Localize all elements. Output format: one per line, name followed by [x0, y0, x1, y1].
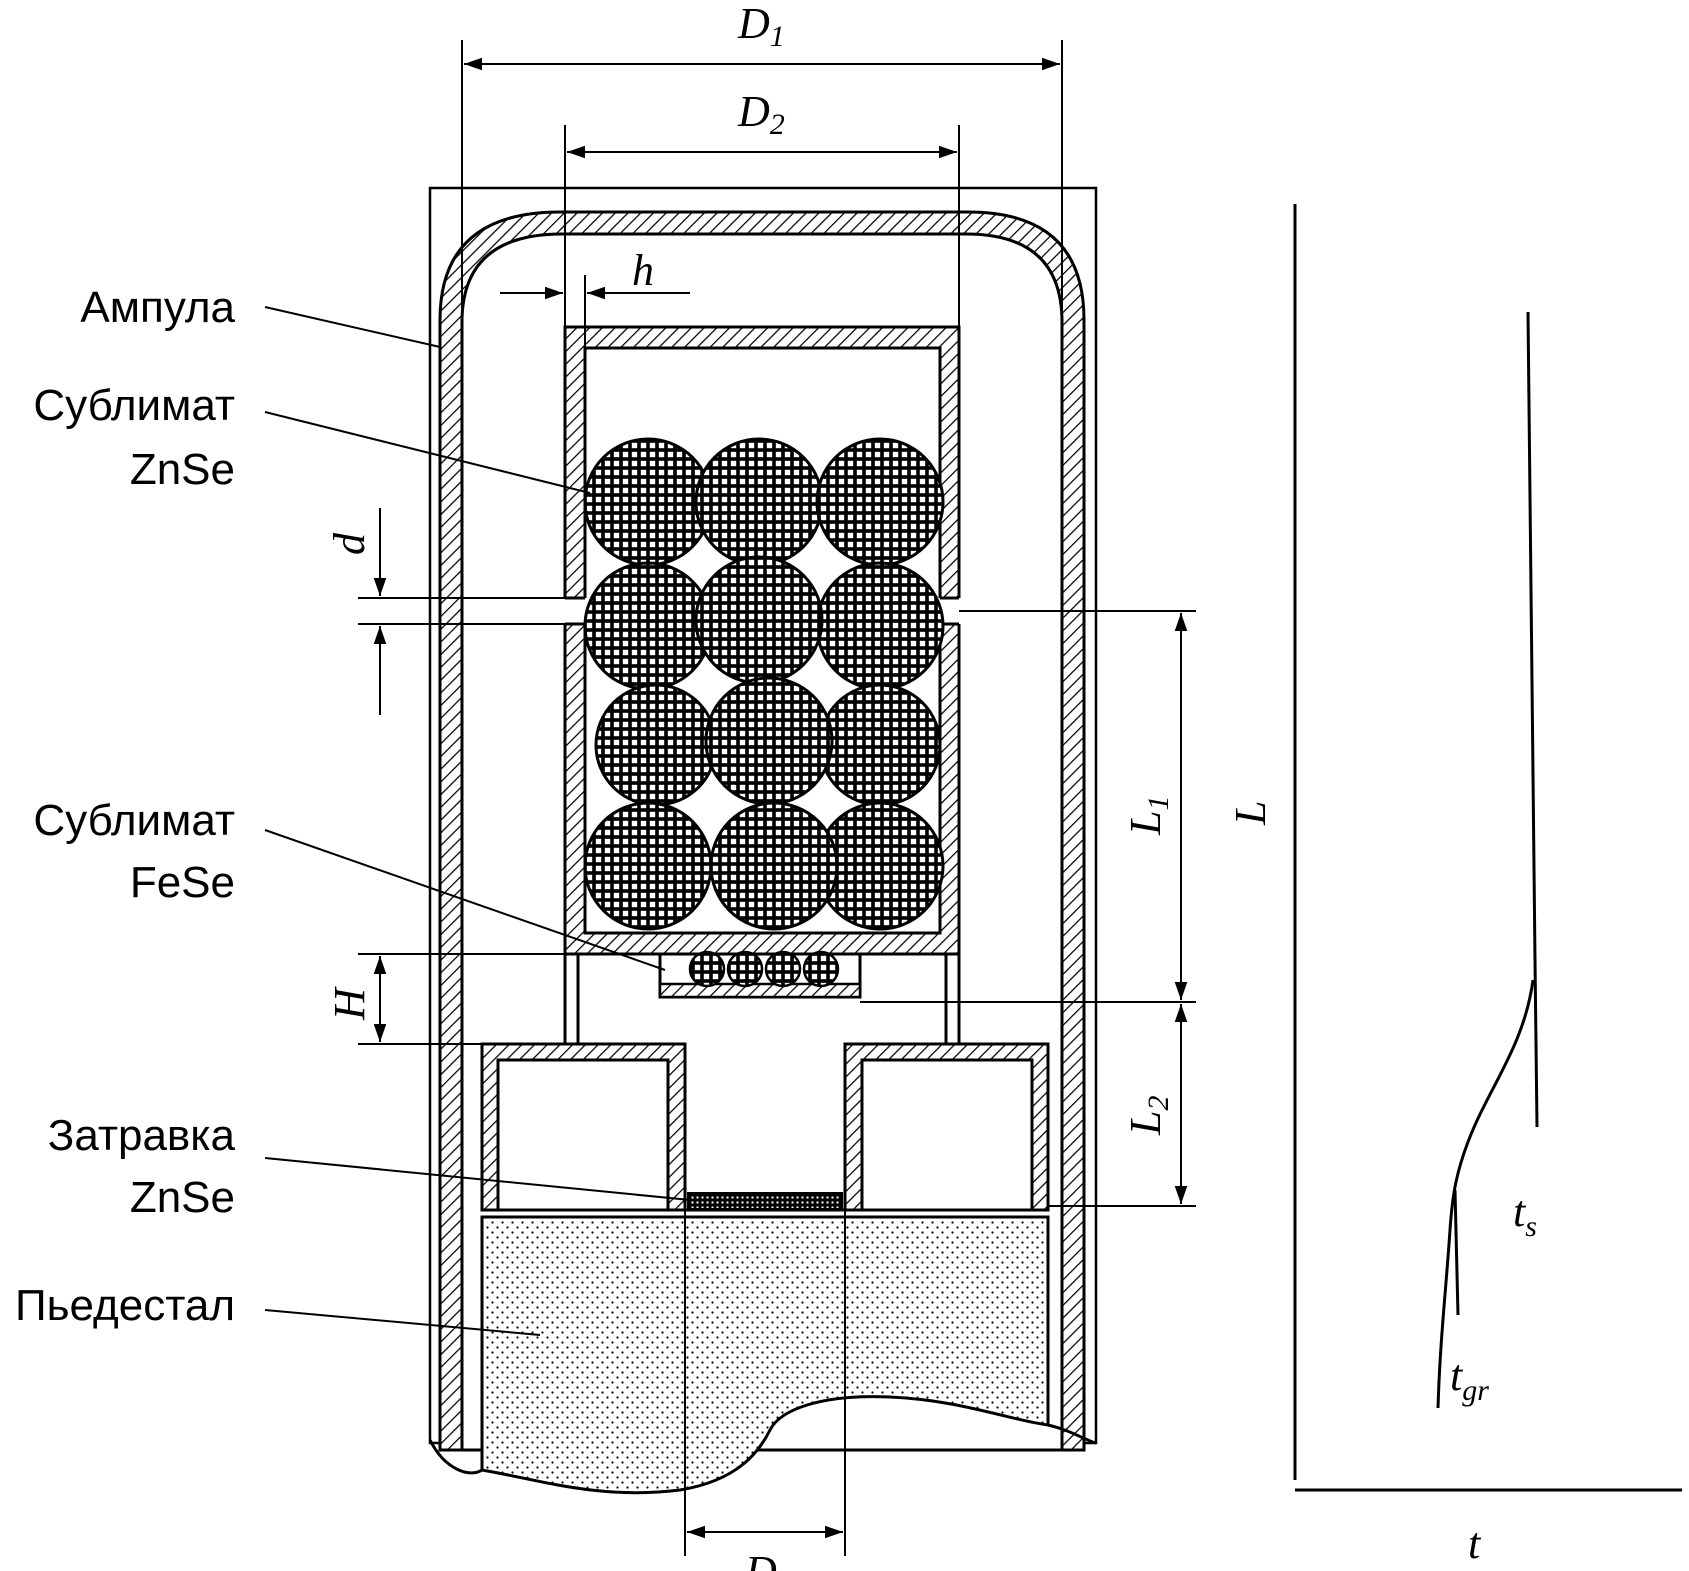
label-sublimate-fese-2: FeSe	[130, 858, 235, 907]
graph-axis-label-t: t	[1468, 1519, 1482, 1568]
label-sublimate-fese-1: Сублимат	[33, 796, 235, 845]
dimension-D2: D2	[564, 87, 960, 330]
znse-ball	[594, 683, 718, 807]
seed-znse	[687, 1192, 843, 1210]
label-seed-2: ZnSe	[130, 1173, 235, 1222]
dim-L2-label: L2	[1121, 1096, 1175, 1136]
fese-sublimate	[658, 950, 862, 999]
fese-ball	[688, 950, 726, 988]
dim-L1-label: L1	[1121, 796, 1175, 836]
dimension-H: H	[325, 953, 565, 1045]
label-pedestal: Пьедестал	[15, 1281, 235, 1330]
label-sublimate-znse-1: Сублимат	[33, 381, 235, 430]
znse-ball	[694, 555, 824, 685]
znse-ball	[583, 561, 713, 691]
dimension-h: h	[500, 246, 690, 350]
crucible	[561, 325, 963, 1044]
ts-curve	[1526, 311, 1539, 1128]
dim-D1-label: D1	[737, 0, 785, 53]
dim-D2-label: D2	[737, 87, 785, 141]
fese-ball	[802, 950, 840, 988]
pedestal-body	[480, 1215, 1050, 1495]
fese-ball	[726, 950, 764, 988]
label-seed-1: Затравка	[48, 1111, 236, 1160]
temperature-graph: t ts tgr	[1293, 204, 1682, 1568]
dimension-D1: D1	[461, 0, 1063, 360]
fese-ball	[764, 950, 802, 988]
callouts: Ампула Сублимат ZnSe Сублимат FeSe Затра…	[15, 283, 691, 1336]
dim-H-label: H	[325, 986, 374, 1021]
crucible-wall	[563, 325, 961, 956]
znse-ball	[709, 801, 839, 931]
dim-d-label: d	[325, 532, 374, 555]
znse-ball	[815, 561, 945, 691]
ampoule-break-line	[428, 1439, 483, 1475]
label-ampoule: Ампула	[80, 283, 235, 332]
dimension-L1-L2: L1 L2 L	[860, 610, 1275, 1207]
tgr-curve	[1436, 979, 1535, 1409]
label-sublimate-znse-2: ZnSe	[130, 445, 235, 494]
dim-h-label: h	[632, 246, 654, 295]
znse-ball	[583, 801, 713, 931]
seed-holder	[480, 1042, 1050, 1212]
znse-ball	[815, 437, 945, 567]
dimension-d: d	[325, 508, 566, 715]
graph-label-ts: ts	[1513, 1187, 1537, 1243]
znse-sublimate	[583, 437, 945, 931]
znse-ball	[704, 676, 834, 806]
znse-ball	[694, 437, 824, 567]
graph-label-tgr: tgr	[1450, 1351, 1489, 1407]
dim-D-label: D	[744, 1547, 777, 1571]
dim-L-label: L	[1226, 801, 1275, 826]
dimension-D: D	[684, 1210, 846, 1571]
znse-ball	[583, 437, 713, 567]
znse-ball	[818, 683, 942, 807]
pedestal	[428, 1215, 1097, 1495]
